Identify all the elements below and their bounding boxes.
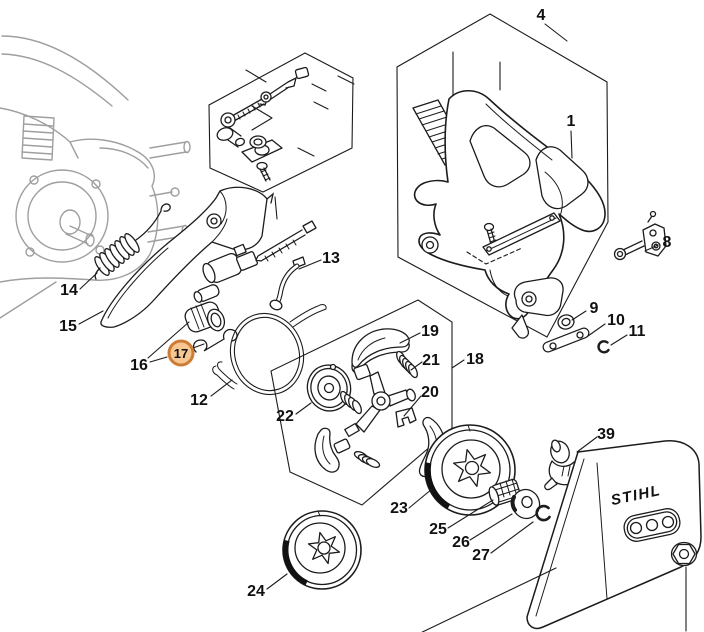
callout-labels: 1 4 8 9 10 11 12 13 14 15 16 18 19 20 21… bbox=[59, 7, 671, 600]
hand-guard bbox=[413, 89, 606, 339]
callout-1[interactable]: 1 bbox=[567, 113, 576, 130]
brake-band bbox=[212, 304, 327, 396]
clutch-washer bbox=[306, 363, 352, 412]
brake-rod bbox=[269, 256, 306, 311]
callout-12[interactable]: 12 bbox=[190, 392, 208, 409]
callout-25[interactable]: 25 bbox=[429, 521, 447, 538]
callout-19[interactable]: 19 bbox=[421, 323, 439, 340]
brake-lever-cover bbox=[100, 186, 275, 328]
spur-sprocket-drum bbox=[282, 510, 362, 590]
callout-16[interactable]: 16 bbox=[130, 357, 148, 374]
callout-10[interactable]: 10 bbox=[607, 312, 625, 329]
callout-21[interactable]: 21 bbox=[422, 352, 440, 369]
callout-27[interactable]: 27 bbox=[472, 547, 490, 564]
callout-22[interactable]: 22 bbox=[276, 408, 294, 425]
callout-26[interactable]: 26 bbox=[452, 534, 470, 551]
engine-block bbox=[0, 35, 191, 319]
callout-23[interactable]: 23 bbox=[390, 500, 408, 517]
callout-11[interactable]: 11 bbox=[629, 323, 646, 340]
callout-4[interactable]: 4 bbox=[537, 7, 546, 24]
highlighted-callout-17[interactable]: 17 bbox=[167, 339, 195, 367]
thrust-washer bbox=[510, 488, 541, 520]
e-clip bbox=[535, 504, 551, 522]
highlight-fill bbox=[170, 342, 192, 364]
brake-linkage-parts bbox=[542, 210, 667, 354]
sprocket-cover: STIHL bbox=[526, 440, 702, 630]
linkage-parts-box bbox=[208, 52, 355, 193]
callout-24[interactable]: 24 bbox=[247, 583, 265, 600]
callout-15[interactable]: 15 bbox=[59, 318, 77, 335]
callout-14[interactable]: 14 bbox=[60, 282, 78, 299]
clamp-bar-and-screw bbox=[466, 212, 561, 265]
callout-39[interactable]: 39 bbox=[597, 426, 615, 443]
leader-lines bbox=[78, 23, 687, 632]
callout-18[interactable]: 18 bbox=[466, 351, 484, 368]
callout-9[interactable]: 9 bbox=[590, 300, 599, 317]
callout-20[interactable]: 20 bbox=[421, 384, 439, 401]
callout-17[interactable]: 17 bbox=[174, 346, 188, 361]
brake-piston-parts bbox=[184, 220, 317, 353]
collar-nut bbox=[670, 541, 698, 567]
callout-13[interactable]: 13 bbox=[322, 250, 340, 267]
callout-8[interactable]: 8 bbox=[663, 234, 672, 251]
